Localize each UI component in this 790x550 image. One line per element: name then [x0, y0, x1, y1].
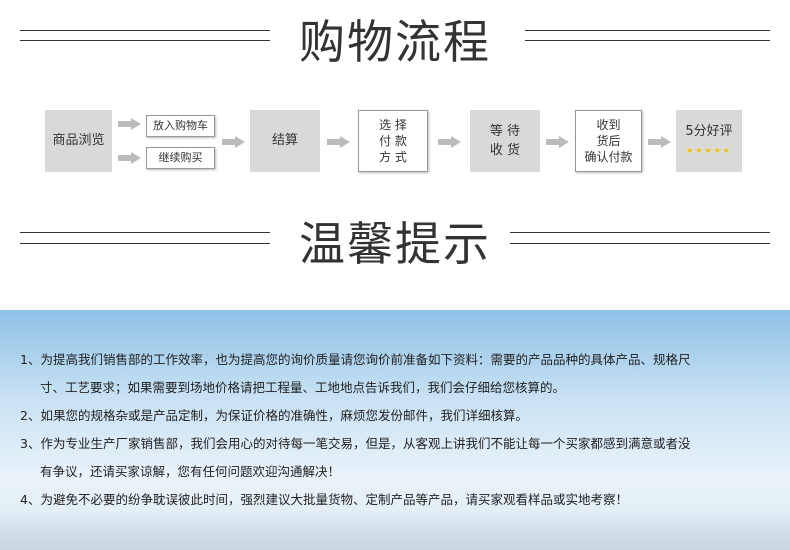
- label: 货后: [596, 134, 621, 148]
- section-title-shopping-process: 购物流程: [299, 15, 491, 69]
- divider: [20, 30, 270, 31]
- tip-text: 1、为提高我们销售部的工作效率，也为提高您的询价质量请您询价前准备如下资料：需要…: [20, 352, 691, 367]
- city-skyline: [0, 510, 790, 550]
- divider: [525, 40, 770, 41]
- label: 确认付款: [584, 150, 633, 164]
- label: 选 择: [379, 118, 407, 132]
- divider: [525, 30, 770, 31]
- step-add-cart: 放入购物车: [146, 115, 215, 137]
- label: 5分好评: [685, 123, 733, 139]
- tip-text: 寸、工艺要求；如果需要到场地价格请把工程量、工地地点告诉我们，我们会仔细给您核算…: [40, 380, 566, 395]
- arrow-right-icon: [118, 118, 142, 130]
- arrow-right-icon: [438, 136, 462, 148]
- star-icon: ★★★★★: [686, 145, 732, 155]
- step-checkout: 结算: [250, 110, 320, 172]
- tip-text: 2、如果您的规格杂或是产品定制，为保证价格的准确性，麻烦您发份邮件，我们详细核算…: [20, 408, 528, 423]
- arrow-right-icon: [648, 136, 672, 148]
- step-confirm-payment: 收到 货后 确认付款: [575, 110, 642, 172]
- step-review: 5分好评 ★★★★★: [676, 110, 742, 172]
- sky-background: [0, 310, 790, 550]
- label: 付 款: [379, 134, 407, 148]
- step-browse: 商品浏览: [45, 110, 112, 172]
- divider: [510, 243, 770, 244]
- tip-text: 4、为避免不必要的纷争耽误彼此时间，强烈建议大批量货物、定制产品等产品，请买家观…: [20, 492, 628, 507]
- tip-text: 有争议，还请买家谅解，您有任何问题欢迎沟通解决！: [40, 464, 341, 479]
- section-title-tips: 温馨提示: [299, 217, 491, 271]
- arrow-right-icon: [546, 136, 570, 148]
- label: 等 待: [489, 124, 521, 139]
- step-payment-method: 选 择 付 款 方 式: [358, 110, 428, 172]
- divider: [20, 232, 270, 233]
- divider: [20, 40, 270, 41]
- divider: [20, 243, 270, 244]
- step-wait-delivery: 等 待 收 货: [470, 110, 540, 172]
- label: 方 式: [379, 150, 407, 164]
- step-continue-buying: 继续购买: [146, 147, 215, 169]
- divider: [510, 232, 770, 233]
- arrow-right-icon: [118, 152, 142, 164]
- label: 收到: [596, 118, 621, 132]
- label: 收 货: [489, 143, 521, 158]
- tip-text: 3、作为专业生产厂家销售部，我们会用心的对待每一笔交易，但是，从客观上讲我们不能…: [20, 436, 691, 451]
- arrow-right-icon: [222, 136, 246, 148]
- arrow-right-icon: [327, 136, 351, 148]
